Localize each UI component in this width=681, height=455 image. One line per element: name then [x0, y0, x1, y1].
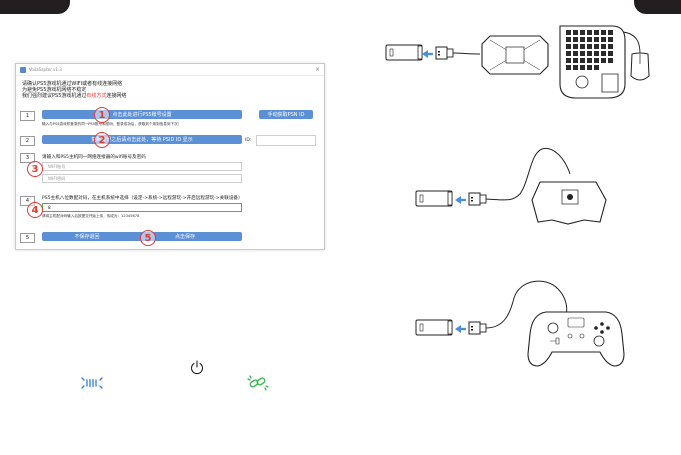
intro-wired-warning: 有线方式: [86, 93, 107, 99]
diagram-gamepad: [415, 280, 625, 367]
callout-2: 2: [94, 132, 110, 148]
app-icon: [20, 66, 26, 73]
id-display-field: [256, 135, 316, 146]
intro-line-2: 为避免PS5游戏机网络不稳定: [22, 87, 87, 93]
corner-tab-right: [634, 0, 681, 14]
led-blink-icon: [81, 377, 103, 389]
id-label: ID:: [245, 138, 252, 143]
exit-without-save-button[interactable]: 不保存退回: [42, 232, 132, 241]
corner-tab-left: [0, 0, 70, 14]
callout-1: 1: [94, 107, 110, 123]
close-icon[interactable]: ×: [314, 65, 320, 73]
diagram-keyboard-mouse: [385, 25, 650, 99]
wifi-heading: 请输入和PS5主机同一网络连接器的wifi账号及密码: [42, 155, 146, 160]
callout-5: 5: [140, 230, 156, 246]
manual-psn-id-button[interactable]: 手动获取PSN ID: [259, 110, 313, 119]
ps5-account-setup-button[interactable]: 点击此处进行PS5账号设置: [42, 110, 242, 119]
arrow-left-icon: [422, 50, 428, 58]
app-window: VoilaSapter v1.3 × 请确认PS5游戏机通过WIFI或者有线连接…: [15, 63, 325, 250]
step-5-number: 5: [20, 233, 35, 243]
intro-text: 请确认PS5游戏机通过WIFI或者有线连接网络 为避免PS5游戏机网络不稳定 我…: [22, 81, 126, 99]
wifi-ssid-input[interactable]: WIFI账号: [42, 162, 242, 171]
step-3-number: 3: [20, 153, 35, 163]
link-icon: [247, 375, 269, 391]
pairing-code-heading: PS5主机八位数配对码，在主机系统中选择（设定->系统->远程游玩->开启远程游…: [42, 196, 243, 201]
callout-3: 3: [27, 161, 43, 177]
step-4-note: 请将主机配对码输入后按提交开始上传，传成为：12345678: [42, 214, 140, 218]
window-titlebar: VoilaSapter v1.3 ×: [16, 64, 324, 76]
wifi-password-input[interactable]: WIFI密码: [42, 174, 242, 183]
step-1-number: 1: [20, 111, 35, 121]
step-2-number: 2: [20, 136, 35, 146]
save-button[interactable]: 点击保存: [128, 232, 242, 241]
diagram-base-unit: [415, 147, 607, 225]
connection-diagrams: [385, 25, 650, 367]
pairing-code-input[interactable]: 8: [42, 203, 242, 212]
intro-line-3b: 连接网络: [106, 93, 127, 99]
window-title: VoilaSapter v1.3: [29, 67, 62, 72]
intro-line-3: 我们强烈建议PS5游戏机通过有线方式连接网络: [22, 93, 126, 99]
fetch-psid-button[interactable]: 复制错误之后请点击此处，等待 PSID ID 显示: [42, 135, 242, 144]
intro-line-1: 请确认PS5游戏机通过WIFI或者有线连接网络: [22, 81, 123, 87]
intro-line-3a: 我们强烈建议PS5游戏机通过: [22, 93, 87, 99]
power-icon: [190, 360, 204, 375]
callout-4: 4: [27, 202, 43, 218]
step-1-note: 输入与PS5游戏机登录的同一PS5账号和密码，登录成功后，获取到个用到信息到下次…: [42, 122, 182, 126]
